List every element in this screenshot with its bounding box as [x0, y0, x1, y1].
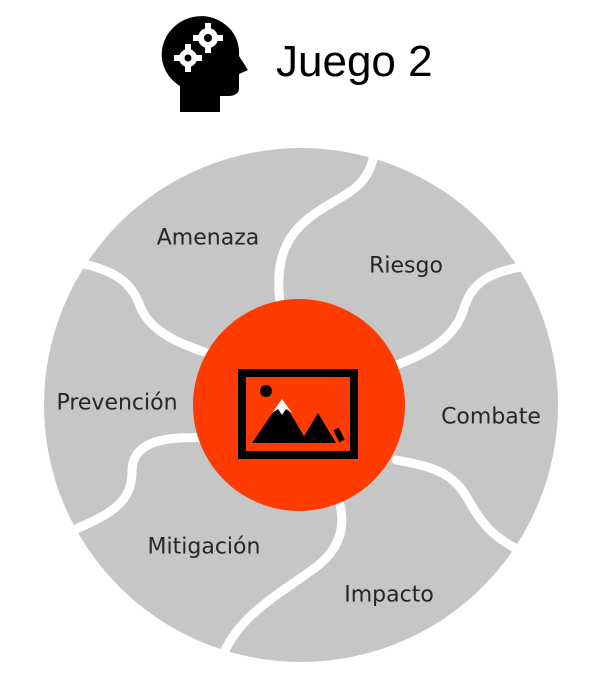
separator-combate-impacto [391, 455, 533, 559]
header: Juego 2 [0, 0, 607, 120]
segment-separators [59, 137, 533, 663]
separator-prevencion-amenaza [79, 259, 215, 359]
segment-label-prevencion: Prevención [56, 390, 178, 416]
segment-label-impacto: Impacto [344, 582, 434, 608]
separator-riesgo-combate [389, 261, 531, 371]
segment-label-combate: Combate [441, 404, 541, 430]
cycle-diagram: Amenaza Riesgo Combate Impacto Mitigació… [0, 120, 607, 683]
image-placeholder-icon [238, 369, 358, 459]
segment-label-amenaza: Amenaza [156, 225, 260, 251]
separator-impacto-mitigacion [217, 500, 347, 663]
page-title: Juego 2 [276, 37, 433, 86]
segment-label-riesgo: Riesgo [369, 253, 443, 279]
segment-label-mitigacion: Mitigación [147, 534, 261, 560]
separator-amenaza-riesgo [274, 137, 381, 321]
head-with-gears-icon [161, 16, 248, 112]
separator-mitigacion-prevencion [59, 433, 211, 539]
